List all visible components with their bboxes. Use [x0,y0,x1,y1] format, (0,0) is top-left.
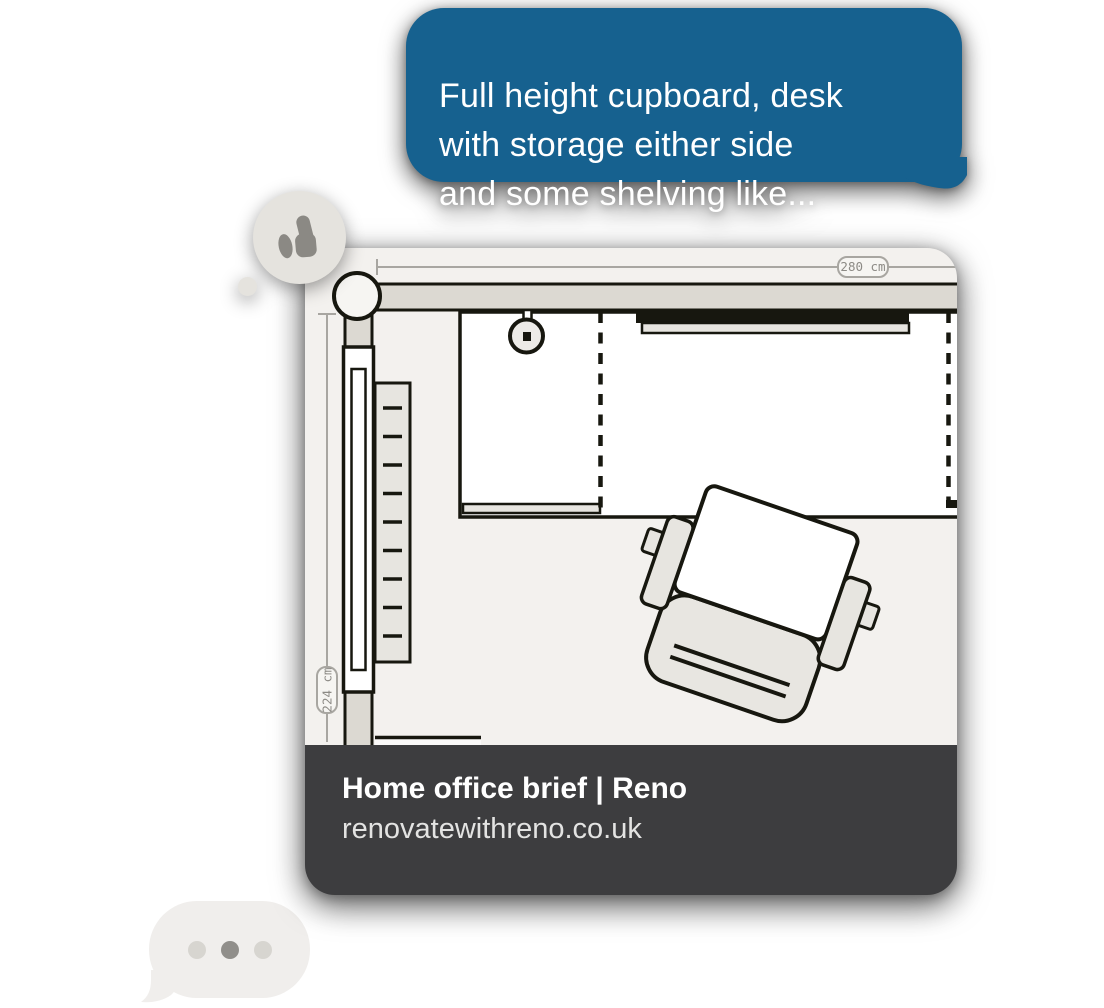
typing-dot [220,940,239,959]
desk-and-cupboard [458,310,957,519]
wall-lamp-icon [508,308,545,355]
svg-text:224 cm: 224 cm [320,667,335,712]
window [341,345,376,694]
thumbs-up-reaction[interactable] [238,191,346,296]
shelf [636,310,911,335]
radiator [373,381,412,664]
height-dimension-badge: 224 cm [316,666,338,714]
top-wall [347,282,957,312]
message-text: Full height cupboard, desk with storage … [439,77,844,213]
reaction-bubble [253,191,346,284]
office-chair [639,484,881,724]
bubble-tail-left [141,970,179,1003]
floor-plan-image: 280 cm 224 cm [305,248,957,745]
thumbs-up-icon [277,215,317,258]
svg-text:280 cm: 280 cm [840,259,885,274]
typing-dot [253,940,272,959]
sent-message-bubble[interactable]: Full height cupboard, desk with storage … [406,8,967,213]
typing-indicator-bubble [141,901,310,1003]
corner-post [332,271,382,321]
link-preview-card[interactable]: 280 cm 224 cm Home office brief | Reno r… [305,248,957,895]
width-dimension-badge: 280 cm [837,256,889,278]
link-preview-title: Home office brief | Reno [342,772,688,805]
typing-indicator [141,901,310,1003]
cupboard-front-edge [461,502,602,515]
sent-message: Full height cupboard, desk with storage … [406,8,967,213]
bubble-tail-right [904,157,967,189]
link-preview-domain: renovatewithreno.co.uk [342,813,642,845]
typing-dot [187,940,206,959]
bottom-wall [375,735,481,745]
reaction-trail-dot [238,277,257,296]
link-preview-footer: Home office brief | Reno renovatewithren… [305,745,957,895]
